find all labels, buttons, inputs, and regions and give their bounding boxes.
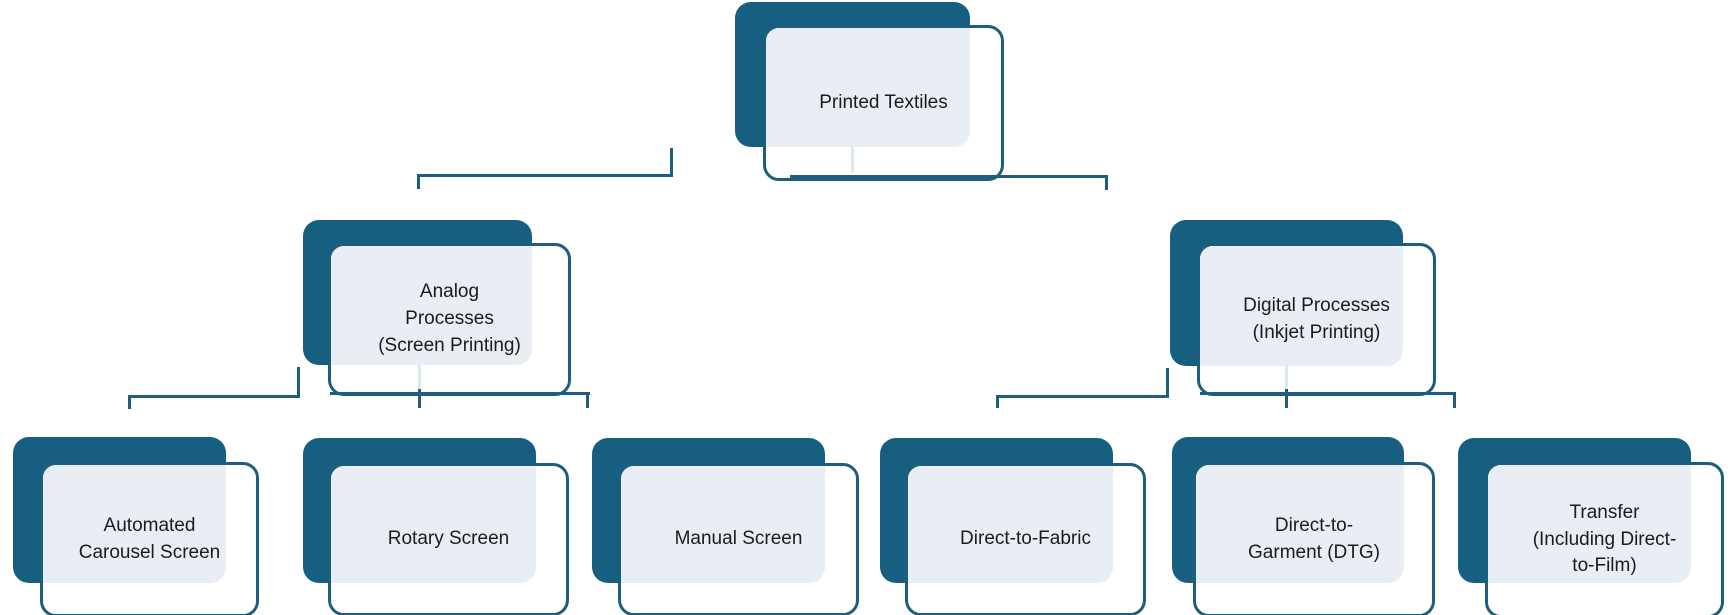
node-shadow-direct-to-garment [1172, 437, 1404, 583]
node-tint-transfer [1488, 465, 1691, 583]
node-label-direct-to-garment: Direct-to- Garment (DTG) [1248, 514, 1380, 563]
node-shadow-manual-screen [592, 438, 825, 583]
connector-l1-left-bus [417, 174, 673, 177]
connector-l2-drop-transfer [1453, 395, 1456, 408]
connector-l2-drop-automated [128, 398, 131, 409]
connector-l2-digital-left-bus [996, 395, 1169, 398]
node-label-automated-carousel-screen: Automated Carousel Screen [78, 514, 221, 563]
node-label-transfer: Transfer (Including Direct- to-Film) [1532, 501, 1677, 577]
node-tint-printed-textiles [766, 28, 970, 147]
connector-l2-analog-left-bus [128, 395, 300, 398]
connector-stub-analog [418, 365, 421, 389]
node-shadow-rotary-screen [303, 438, 536, 583]
node-tint-direct-to-garment [1196, 465, 1404, 583]
connector-stub-printed-textiles [851, 146, 854, 173]
connector-l1-drop-digital [1105, 178, 1108, 190]
connector-l1-drop-analog [417, 177, 420, 189]
node-tint-automated-carousel-screen [43, 465, 226, 583]
connector-stub-digital [1285, 365, 1288, 389]
node-card-rotary-screen: Rotary Screen [328, 463, 569, 615]
connector-l2-drop-rotary [418, 389, 421, 408]
connector-l1-left-riser [670, 148, 673, 177]
node-card-manual-screen: Manual Screen [618, 463, 859, 615]
connector-l2-digital-right-bus [1200, 392, 1456, 395]
connector-l1-right-bus [790, 175, 1108, 178]
node-tint-rotary-screen [331, 466, 536, 583]
connector-l2-analog-left-riser [297, 367, 300, 398]
node-label-analog-processes: Analog Processes (Screen Printing) [378, 281, 521, 356]
node-label-direct-to-fabric: Direct-to-Fabric [960, 528, 1091, 550]
connector-l2-digital-left-riser [1166, 368, 1169, 398]
node-card-automated-carousel-screen: Automated Carousel Screen [40, 462, 259, 615]
node-tint-analog-processes [331, 246, 532, 365]
node-label-rotary-screen: Rotary Screen [387, 528, 510, 550]
node-label-manual-screen: Manual Screen [674, 528, 803, 550]
connector-l2-analog-right-bus [330, 392, 590, 395]
node-card-digital-processes: Digital Processes (Inkjet Printing) [1197, 243, 1436, 396]
node-shadow-direct-to-fabric [880, 438, 1113, 583]
node-card-direct-to-garment: Direct-to- Garment (DTG) [1193, 462, 1435, 615]
node-label-printed-textiles: Printed Textiles [819, 91, 948, 113]
node-card-analog-processes: Analog Processes (Screen Printing) [328, 243, 571, 396]
node-card-direct-to-fabric: Direct-to-Fabric [905, 463, 1146, 615]
node-shadow-analog-processes [303, 220, 532, 365]
node-tint-digital-processes [1200, 246, 1403, 366]
node-shadow-digital-processes [1170, 220, 1403, 366]
node-card-transfer: Transfer (Including Direct- to-Film) [1485, 462, 1724, 615]
node-card-printed-textiles: Printed Textiles [763, 25, 1004, 181]
node-tint-direct-to-fabric [908, 466, 1113, 583]
node-shadow-automated-carousel-screen [13, 437, 226, 583]
node-label-digital-processes: Digital Processes (Inkjet Printing) [1243, 294, 1390, 343]
node-tint-manual-screen [621, 466, 825, 583]
node-shadow-transfer [1458, 438, 1691, 583]
connector-l2-drop-manual [586, 395, 589, 408]
connector-l2-drop-direct-to-fabric [996, 398, 999, 408]
node-shadow-printed-textiles [735, 2, 970, 147]
connector-l2-drop-dtg [1285, 389, 1288, 408]
